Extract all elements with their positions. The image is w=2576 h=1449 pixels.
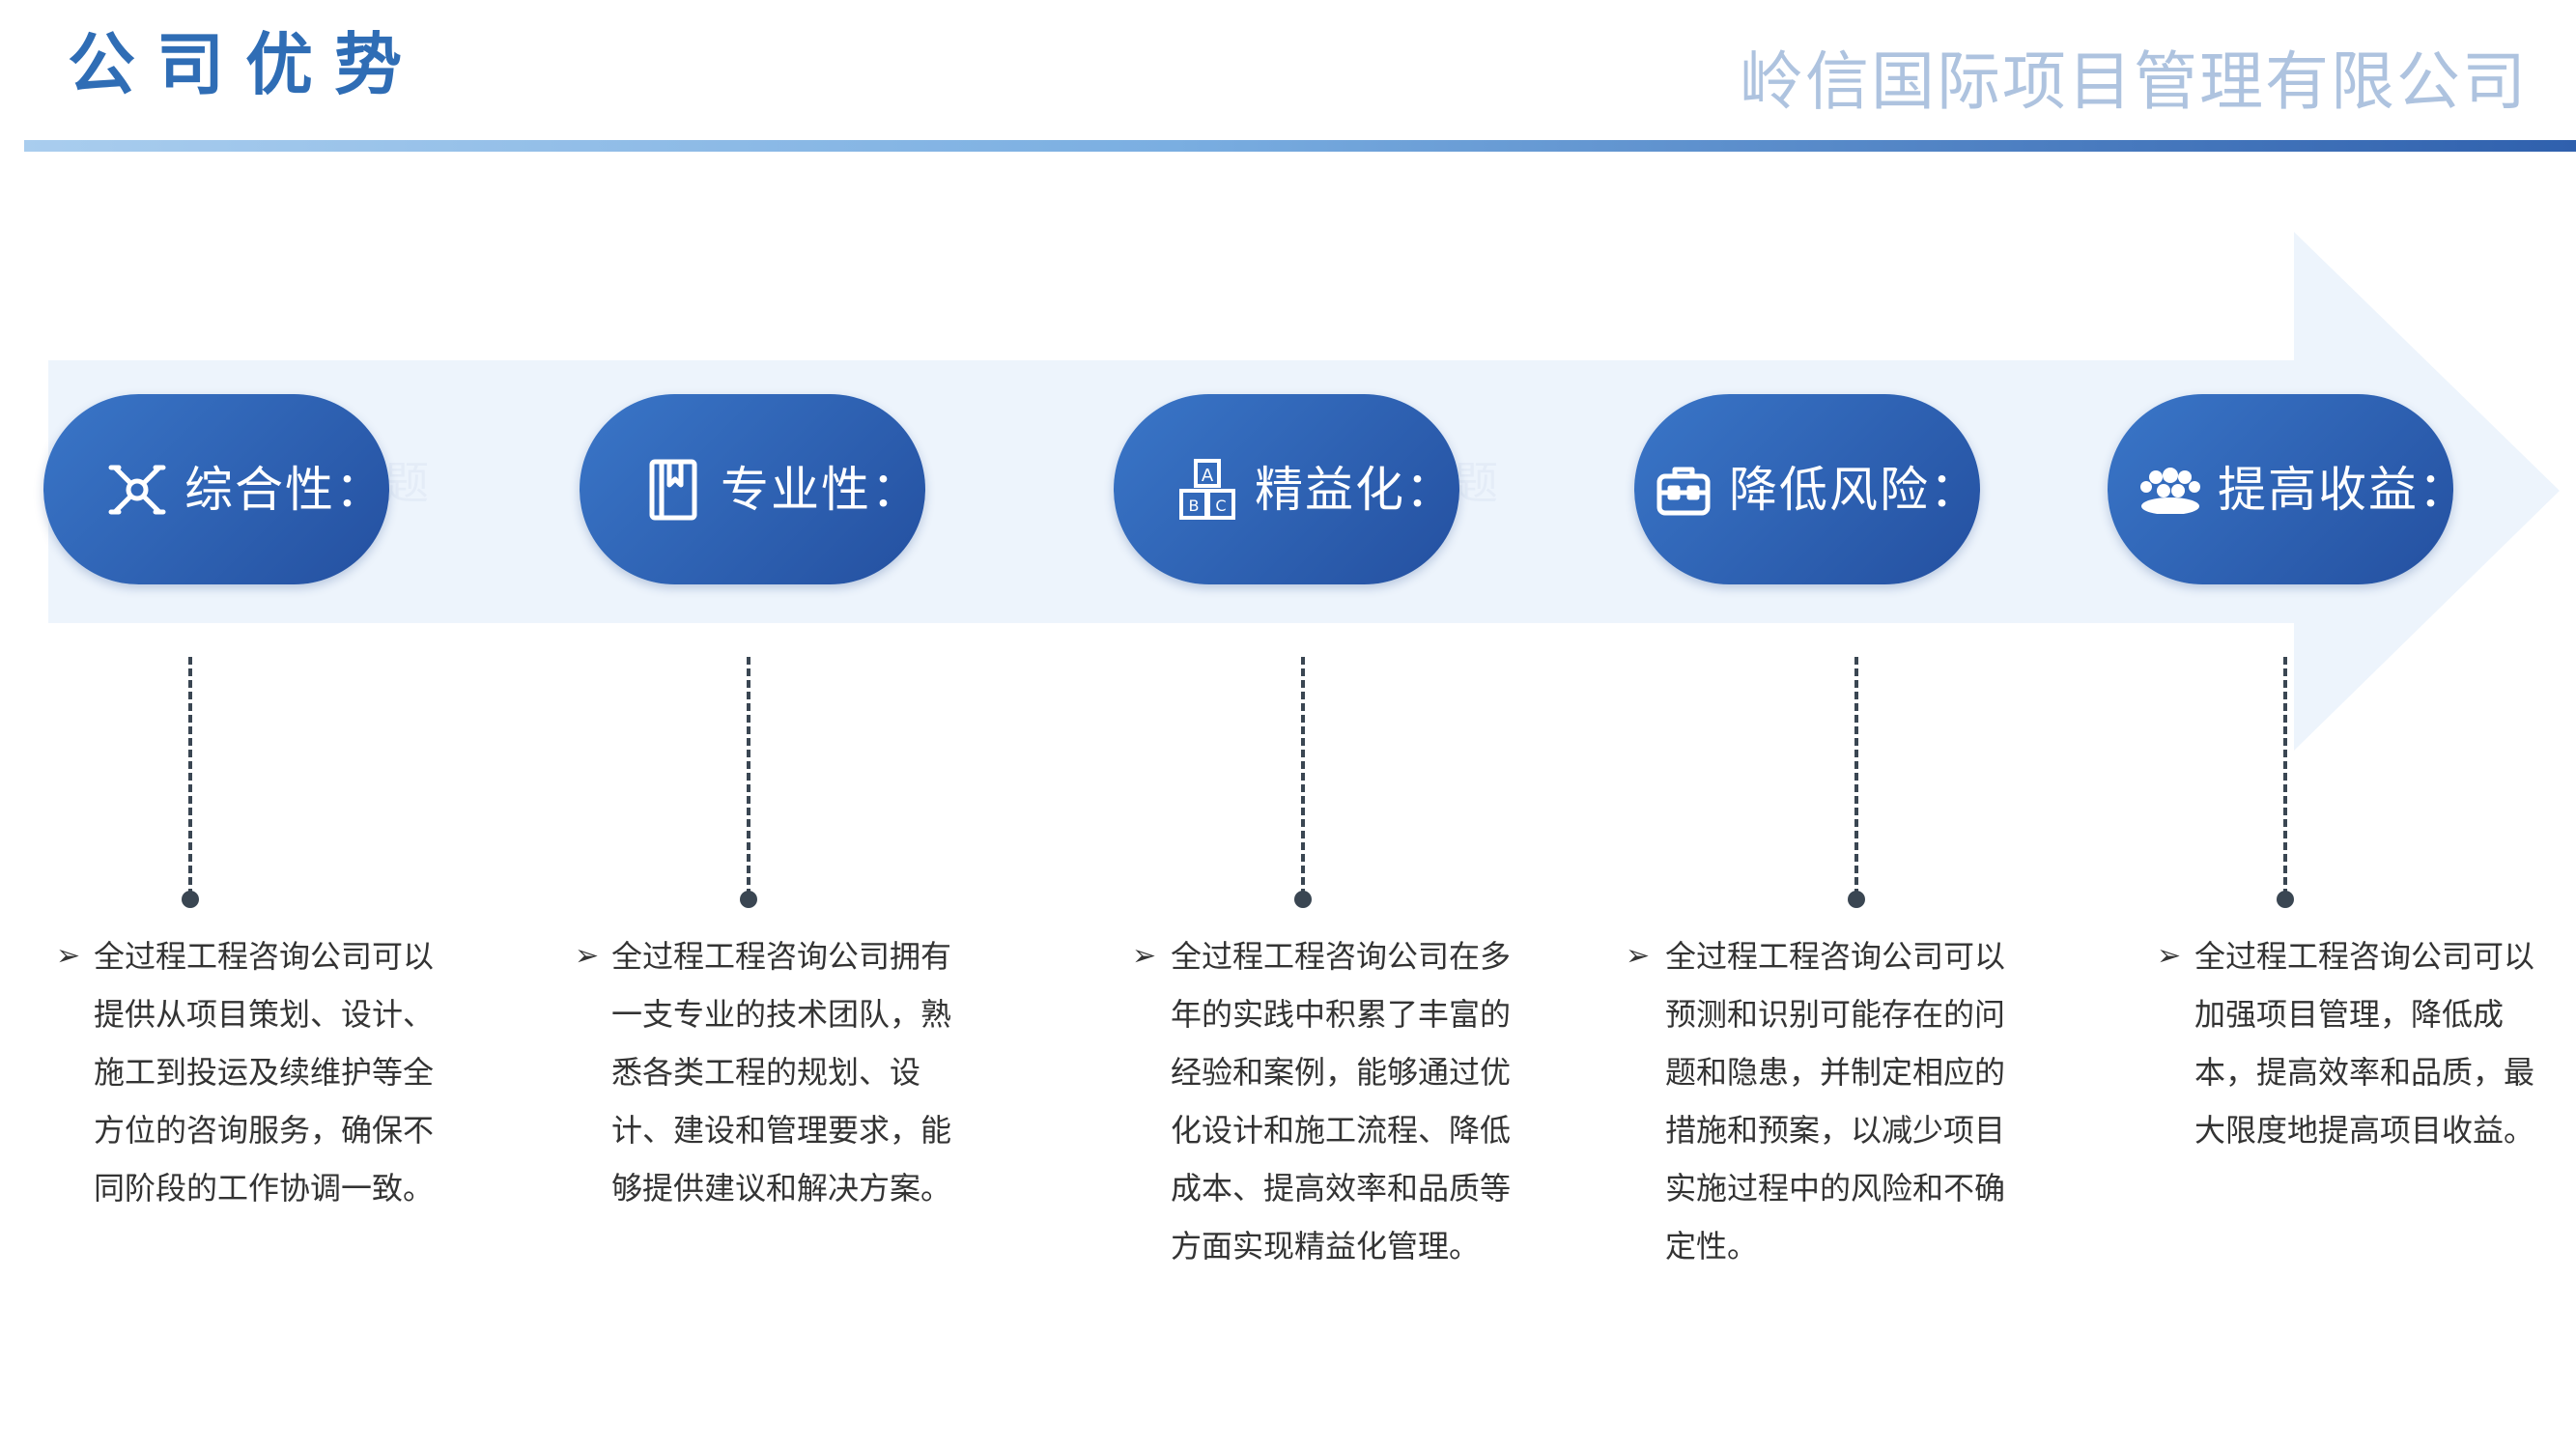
step-label: 降低风险： bbox=[1729, 461, 1980, 518]
step-label: 专业性： bbox=[721, 461, 921, 518]
book-icon bbox=[639, 456, 707, 524]
step-pill-3[interactable]: A B C 精益化： bbox=[1114, 394, 1459, 584]
dashed-connector bbox=[1301, 657, 1305, 896]
step-description: 全过程工程咨询公司可以预测和识别可能存在的问题和隐患，并制定相应的措施和预案，以… bbox=[1665, 938, 2006, 1264]
company-name: 岭信国际项目管理有限公司 bbox=[1740, 44, 2528, 119]
step-description: 全过程工程咨询公司可以提供从项目策划、设计、施工到投运及续维护等全方位的咨询服务… bbox=[94, 938, 435, 1207]
connector-dot bbox=[740, 891, 757, 908]
briefcase-icon bbox=[1652, 456, 1715, 524]
connector-dot bbox=[182, 891, 199, 908]
arrow-bullet-icon: ➢ bbox=[56, 939, 81, 973]
step-description: 全过程工程咨询公司可以加强项目管理，降低成本，提高效率和品质，最大限度地提高项目… bbox=[2194, 938, 2535, 1149]
ghost-text: 题 bbox=[384, 457, 429, 509]
header-divider bbox=[24, 140, 2576, 152]
connector-dot bbox=[1848, 891, 1865, 908]
ghost-text: 题 bbox=[1454, 457, 1498, 509]
dashed-connector bbox=[2283, 657, 2287, 896]
step-pill-4[interactable]: 降低风险： bbox=[1634, 394, 1980, 584]
step-label: 精益化： bbox=[1255, 461, 1456, 518]
step-description: 全过程工程咨询公司在多年的实践中积累了丰富的经验和案例，能够通过优化设计和施工流… bbox=[1171, 938, 1512, 1264]
arrow-bullet-icon: ➢ bbox=[1626, 939, 1651, 973]
arrow-bullet-icon: ➢ bbox=[575, 939, 600, 973]
step-label: 提高收益： bbox=[2218, 461, 2469, 518]
dashed-connector bbox=[188, 657, 192, 896]
dashed-connector bbox=[1854, 657, 1858, 896]
people-group-icon bbox=[2137, 456, 2204, 524]
step-pill-1[interactable]: 综合性： bbox=[43, 394, 389, 584]
svg-text:A: A bbox=[1202, 466, 1214, 486]
arrow-bullet-icon: ➢ bbox=[1132, 939, 1157, 973]
blocks-icon: A B C bbox=[1174, 456, 1241, 524]
connector-dot bbox=[2277, 891, 2294, 908]
step-pill-5[interactable]: 提高收益： bbox=[2108, 394, 2467, 584]
step-pill-2[interactable]: 专业性： bbox=[580, 394, 925, 584]
arrow-bullet-icon: ➢ bbox=[2157, 939, 2182, 973]
step-description: 全过程工程咨询公司拥有一支专业的技术团队，熟悉各类工程的规划、设计、建设和管理要… bbox=[611, 938, 952, 1207]
step-label: 综合性： bbox=[184, 461, 385, 518]
dashed-connector bbox=[747, 657, 750, 896]
connector-dot bbox=[1294, 891, 1312, 908]
page-title: 公司优势 bbox=[68, 25, 423, 104]
svg-text:C: C bbox=[1215, 497, 1226, 515]
svg-text:B: B bbox=[1189, 497, 1200, 515]
network-icon bbox=[103, 456, 171, 524]
